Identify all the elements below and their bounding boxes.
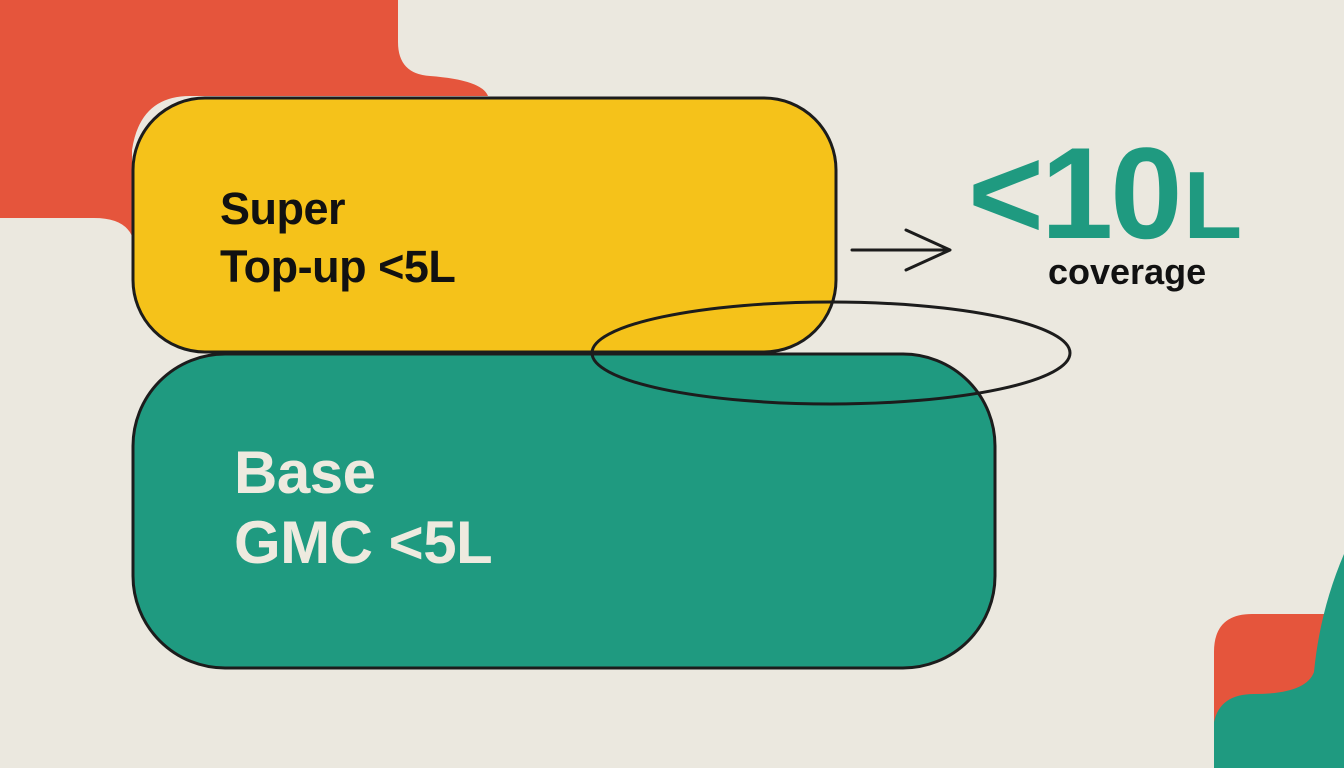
super-top-up-line2: Top-up <5L bbox=[220, 241, 456, 292]
super-top-up-rect bbox=[131, 96, 838, 354]
base-gmc-line2: GMC <5L bbox=[234, 509, 493, 576]
super-top-up-line1: Super bbox=[220, 183, 346, 234]
super-top-up-block bbox=[131, 96, 838, 354]
corner-shape-bottom-right bbox=[1214, 554, 1344, 768]
arrow-right-icon bbox=[850, 228, 952, 272]
corner-shape-top-left bbox=[0, 0, 488, 236]
base-gmc-rect bbox=[131, 352, 997, 670]
base-gmc-label: Base GMC <5L bbox=[234, 438, 493, 578]
corner-shape-top-left-fill bbox=[0, 0, 488, 236]
base-gmc-line1: Base bbox=[234, 439, 376, 506]
base-gmc-block bbox=[131, 352, 997, 670]
total-coverage-number: <10 bbox=[968, 120, 1183, 266]
total-coverage-value: <10L bbox=[968, 128, 1242, 271]
super-top-up-label: Super Top-up <5L bbox=[220, 180, 456, 296]
corner-shape-bottom-right-teal bbox=[1214, 554, 1344, 768]
total-coverage-unit: L bbox=[1183, 152, 1243, 259]
ellipse-outline-icon bbox=[590, 300, 1072, 406]
arrow-right-icon-head bbox=[904, 228, 952, 272]
overlap-ring bbox=[590, 300, 1072, 406]
total-coverage-caption: coverage bbox=[1048, 251, 1207, 292]
